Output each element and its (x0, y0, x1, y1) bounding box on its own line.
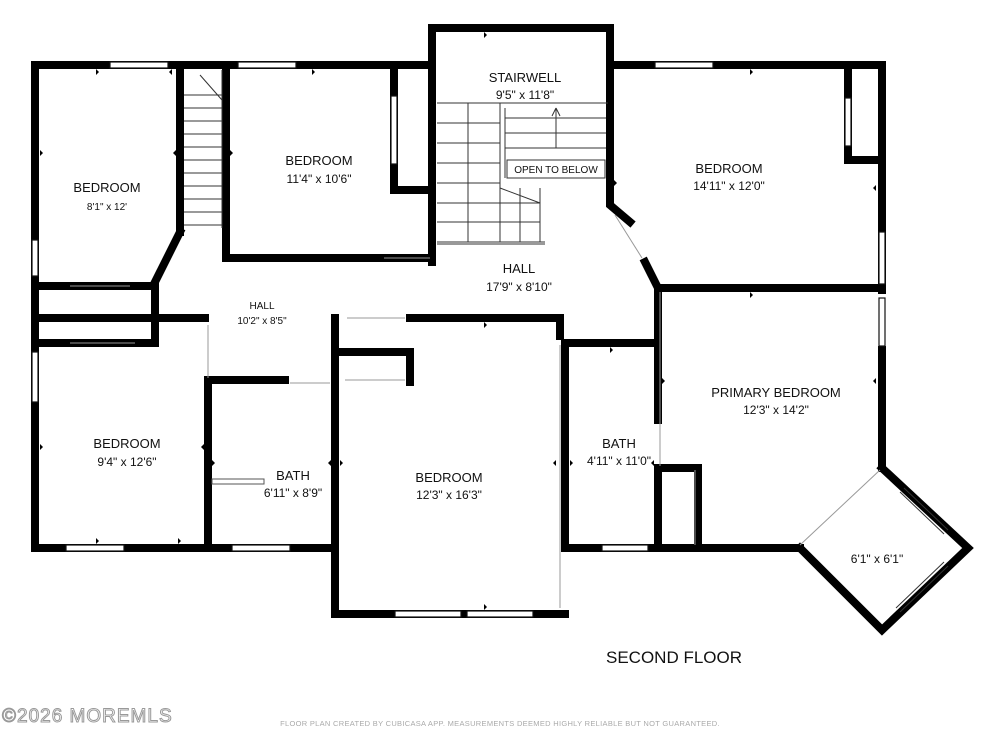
disclaimer: FLOOR PLAN CREATED BY CUBICASA APP. MEAS… (280, 719, 720, 728)
walls (31, 24, 974, 636)
room-name-bedroom-n: BEDROOM (285, 153, 352, 168)
dimension-ticks (40, 32, 876, 610)
room-dims-hall-small: 10'2" x 8'5" (237, 316, 287, 327)
room-dims-bedroom-ne: 14'11" x 12'0" (693, 179, 765, 193)
room-labels: BEDROOM 8'1" x 12' BEDROOM 11'4" x 10'6"… (73, 70, 903, 566)
room-dims-stairwell: 9'5" x 11'8" (496, 88, 554, 102)
room-dims-bath-e: 4'11" x 11'0" (587, 454, 651, 468)
room-name-bedroom-s: BEDROOM (415, 470, 482, 485)
room-name-open-to-below: OPEN TO BELOW (514, 165, 598, 176)
room-dims-primary-bedroom: 12'3" x 14'2" (743, 403, 809, 417)
room-dims-bedroom-s: 12'3" x 16'3" (416, 488, 482, 502)
room-dims-bedroom-nw: 8'1" x 12' (87, 202, 127, 213)
room-name-bedroom-ne: BEDROOM (695, 161, 762, 176)
room-name-primary-bedroom: PRIMARY BEDROOM (711, 385, 841, 400)
room-name-hall-main: HALL (503, 261, 536, 276)
stairs (184, 70, 608, 245)
room-dims-bath-w: 6'11" x 8'9" (264, 486, 322, 500)
floor-label: SECOND FLOOR (606, 648, 742, 667)
room-name-bath-e: BATH (602, 436, 636, 451)
room-name-stairwell: STAIRWELL (489, 70, 561, 85)
room-name-bedroom-nw: BEDROOM (73, 180, 140, 195)
windows (31, 61, 949, 618)
room-dims-hall-main: 17'9" x 8'10" (486, 280, 552, 294)
doors (70, 214, 881, 608)
room-dims-bedroom-sw: 9'4" x 12'6" (97, 455, 156, 469)
room-name-bath-w: BATH (276, 468, 310, 483)
watermark: ©2026 MOREMLS (2, 706, 173, 727)
room-name-bedroom-sw: BEDROOM (93, 436, 160, 451)
room-name-hall-small: HALL (249, 301, 274, 312)
room-dims-bedroom-n: 11'4" x 10'6" (287, 172, 352, 186)
room-dims-bay-alcove: 6'1" x 6'1" (851, 552, 903, 566)
